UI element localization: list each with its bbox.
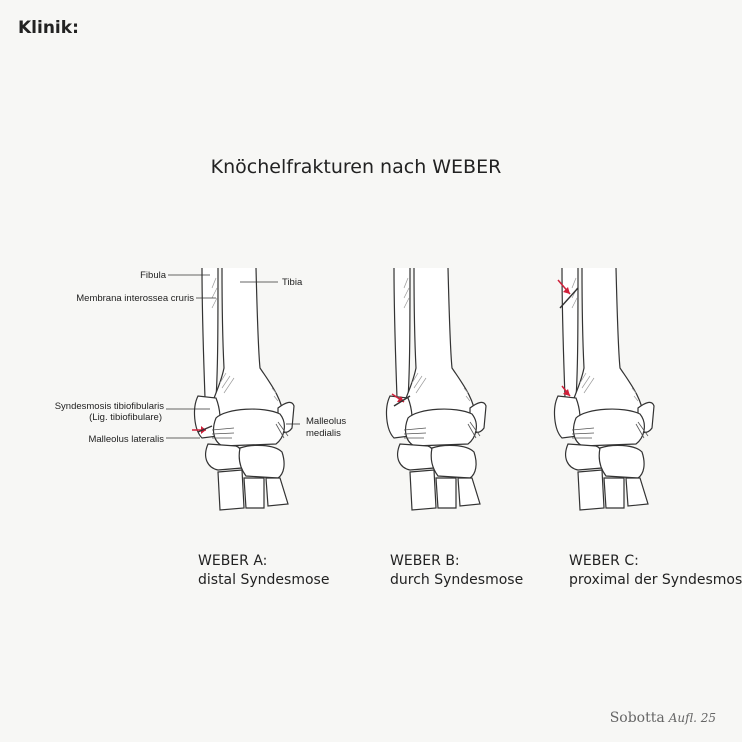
label-tibia: Tibia [282,277,303,288]
weber-b-figure [385,267,487,511]
credit-name: Sobotta [609,710,665,726]
label-malleolus-lateralis: Malleolus lateralis [88,434,164,445]
caption-desc: distal Syndesmose [198,572,330,588]
label-fibula: Fibula [140,270,167,281]
caption-heading: WEBER B: [390,553,460,569]
diagram-title: Knöchelfrakturen nach WEBER [210,156,502,178]
section-header: Klinik: [18,18,79,38]
label-leaders [166,274,300,439]
caption-desc: proximal der Syndesmose [569,572,742,588]
caption-heading: WEBER C: [569,553,639,569]
label-malleolus-medialis-1: Malleolus [306,416,346,427]
weber-c-figure [553,267,655,511]
label-malleolus-medialis-2: medialis [306,428,341,439]
credit-edition: Aufl. 25 [668,711,716,725]
label-syndesmosis-sub: (Lig. tibiofibulare) [89,412,162,423]
caption-desc: durch Syndesmose [390,572,524,588]
caption-weber-c: WEBER C: proximal der Syndesmose [569,552,742,590]
label-syndesmosis: Syndesmosis tibiofibularis [55,401,165,412]
label-membrana: Membrana interossea cruris [76,293,194,304]
caption-weber-a: WEBER A: distal Syndesmose [198,552,329,590]
weber-a-figure [192,267,295,511]
caption-heading: WEBER A: [198,553,268,569]
caption-weber-b: WEBER B: durch Syndesmose [390,552,523,590]
